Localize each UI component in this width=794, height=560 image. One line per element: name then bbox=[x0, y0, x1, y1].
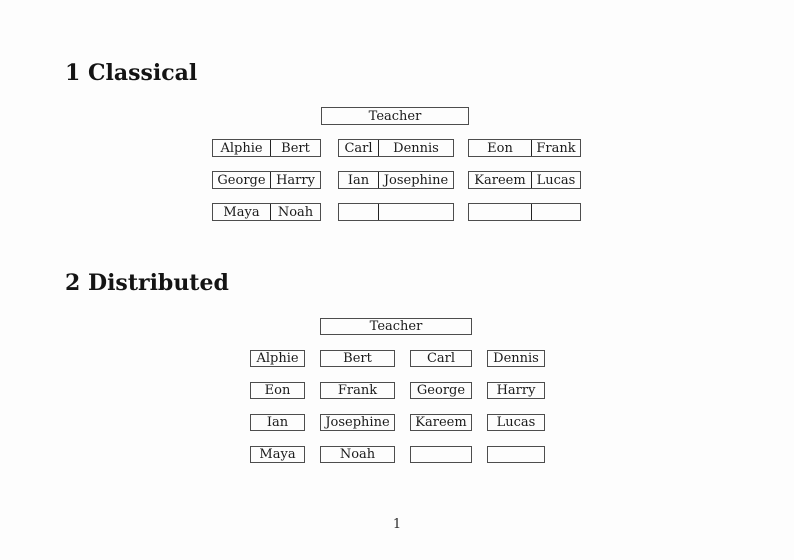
seat-josephine: Josephine bbox=[383, 172, 449, 188]
seat-noah: Noah bbox=[277, 204, 314, 220]
section-2-title: Distributed bbox=[88, 270, 229, 296]
section-1-number: 1 bbox=[65, 60, 81, 86]
seat-box-carl: Carl bbox=[410, 350, 472, 367]
seat-ian: Ian bbox=[339, 172, 379, 188]
seat-box-dennis: Dennis bbox=[487, 350, 545, 367]
seat-harry: Harry bbox=[276, 172, 315, 188]
seat-frank: Frank bbox=[536, 140, 576, 156]
seat-box-lucas: Lucas bbox=[487, 414, 545, 431]
teacher-box-classical: Teacher bbox=[321, 107, 469, 125]
teacher-box-distributed: Teacher bbox=[320, 318, 472, 335]
desk-kareem-lucas: Kareem Lucas bbox=[468, 171, 581, 189]
seat-box-bert: Bert bbox=[320, 350, 395, 367]
seat-box-empty bbox=[487, 446, 545, 463]
seat-kareem: Kareem bbox=[469, 172, 532, 188]
seat-lucas: Lucas bbox=[536, 172, 576, 188]
seat-bert: Bert bbox=[281, 140, 310, 156]
desk-empty bbox=[338, 203, 454, 221]
seat-box-empty bbox=[410, 446, 472, 463]
seat-dennis: Dennis bbox=[393, 140, 439, 156]
desk-eon-frank: Eon Frank bbox=[468, 139, 581, 157]
seat-box-ian: Ian bbox=[250, 414, 305, 431]
seat-box-kareem: Kareem bbox=[410, 414, 472, 431]
desk-george-harry: George Harry bbox=[212, 171, 321, 189]
page-number: 1 bbox=[392, 517, 402, 532]
section-1-title: Classical bbox=[88, 60, 198, 86]
seat-box-josephine: Josephine bbox=[320, 414, 395, 431]
seat-alphie: Alphie bbox=[213, 140, 271, 156]
desk-empty bbox=[468, 203, 581, 221]
seat-box-harry: Harry bbox=[487, 382, 545, 399]
seat-empty bbox=[339, 204, 379, 220]
seat-empty bbox=[532, 204, 580, 220]
desk-alphie-bert: Alphie Bert bbox=[212, 139, 321, 157]
seat-carl: Carl bbox=[339, 140, 379, 156]
seat-box-alphie: Alphie bbox=[250, 350, 305, 367]
seat-box-noah: Noah bbox=[320, 446, 395, 463]
seat-box-eon: Eon bbox=[250, 382, 305, 399]
desk-carl-dennis: Carl Dennis bbox=[338, 139, 454, 157]
desk-ian-josephine: Ian Josephine bbox=[338, 171, 454, 189]
seat-empty bbox=[469, 204, 532, 220]
seat-george: George bbox=[213, 172, 271, 188]
seat-box-frank: Frank bbox=[320, 382, 395, 399]
seat-box-george: George bbox=[410, 382, 472, 399]
seat-eon: Eon bbox=[469, 140, 532, 156]
seat-maya: Maya bbox=[213, 204, 271, 220]
section-2-number: 2 bbox=[65, 270, 81, 296]
seat-box-maya: Maya bbox=[250, 446, 305, 463]
desk-maya-noah: Maya Noah bbox=[212, 203, 321, 221]
seat-empty bbox=[379, 204, 453, 220]
